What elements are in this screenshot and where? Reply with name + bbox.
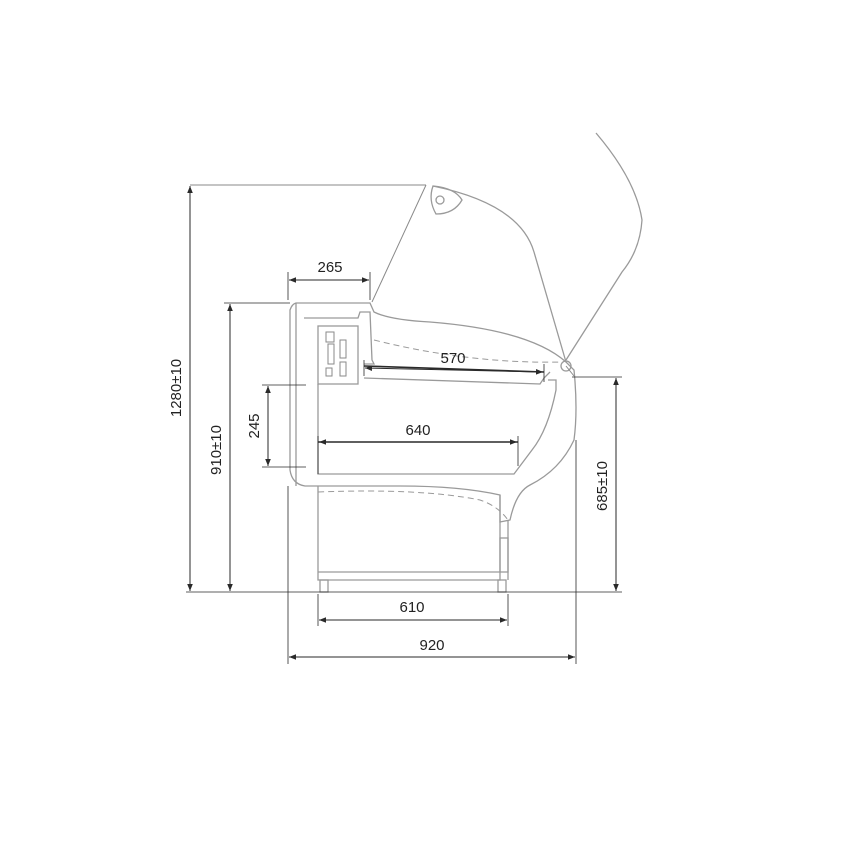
label-1280: 1280±10 xyxy=(168,359,185,417)
dim-top-width: 265 xyxy=(287,259,371,300)
dim-shelf-spacing: 245 xyxy=(246,384,306,468)
label-570: 570 xyxy=(440,350,465,367)
dim-front-height: 685±10 xyxy=(572,376,622,591)
dim-total-width: 920 xyxy=(287,440,577,664)
glass-lid xyxy=(190,132,643,377)
label-920: 920 xyxy=(419,637,444,654)
label-640: 640 xyxy=(405,422,430,439)
control-panel-icon xyxy=(325,331,347,377)
label-610: 610 xyxy=(399,599,424,616)
dim-counter-height: 910±10 xyxy=(208,302,290,591)
label-685: 685±10 xyxy=(594,461,611,511)
dim-upper-shelf: 570 xyxy=(363,350,545,382)
dim-base-width: 610 xyxy=(317,594,509,626)
label-245: 245 xyxy=(246,413,263,438)
cabinet-outline xyxy=(289,302,577,593)
label-265: 265 xyxy=(317,259,342,276)
dim-lower-shelf: 640 xyxy=(317,422,519,474)
dim-total-height: 1280±10 xyxy=(168,186,193,591)
label-910: 910±10 xyxy=(208,425,225,475)
